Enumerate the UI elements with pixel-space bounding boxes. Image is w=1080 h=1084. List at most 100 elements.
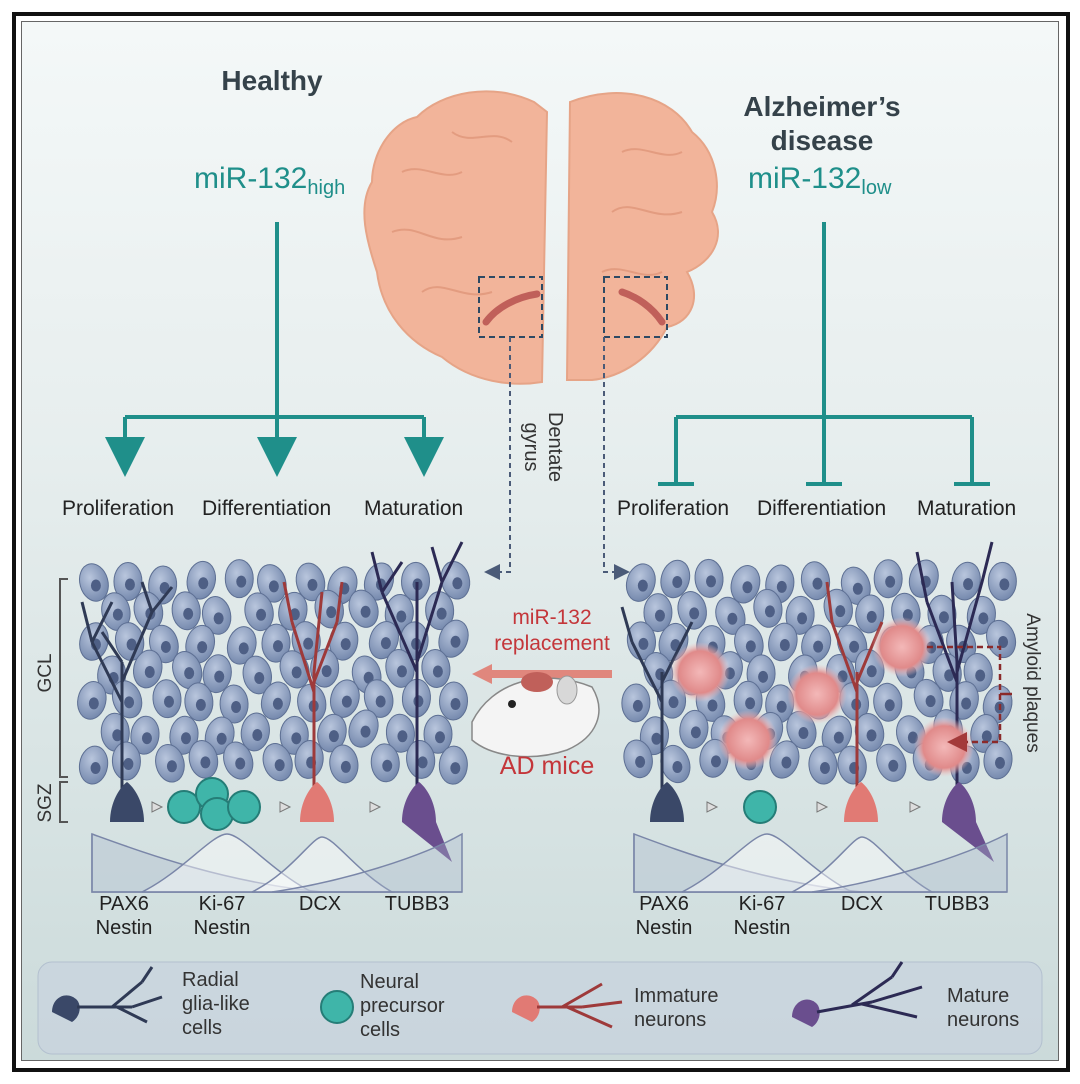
mature-neuron-right [942, 782, 994, 862]
brain-sulci-left [391, 131, 513, 296]
granule-cell-nucleus [635, 755, 646, 768]
granule-cell-nucleus [852, 582, 863, 595]
header-healthy: Healthy [221, 65, 323, 96]
marker-curves-right [633, 832, 1008, 893]
granule-cell-nucleus [866, 729, 877, 742]
granule-cell-nucleus [195, 698, 206, 711]
granule-cell-nucleus [274, 759, 285, 772]
granule-cell-nucleus [637, 579, 648, 592]
granule-cell-nucleus [885, 575, 896, 588]
dentate-gyrus-label: Dentate gyrus [517, 397, 567, 497]
granule-cell-nucleus [112, 729, 123, 742]
granule-cell-nucleus [450, 698, 461, 711]
diagram-canvas [37, 90, 1043, 1055]
replacement-line1: miR-132 [512, 606, 592, 629]
brain-illustration [363, 90, 719, 385]
legend-immature-icon [512, 982, 623, 1029]
dentate-gyrus-left [482, 290, 541, 326]
granule-cell-nucleus [797, 612, 808, 625]
progression-arrows-right [706, 801, 922, 813]
graphical-abstract-panel: Healthy Alzheimer’s disease miR-132high … [21, 21, 1059, 1061]
granule-cell-nucleus [849, 640, 860, 653]
amyloid-plaques [670, 617, 974, 777]
granule-cell-nucleus [961, 697, 972, 710]
granule-cell-nucleus [88, 697, 99, 710]
granule-cell-nucleus [689, 607, 700, 620]
granule-cell-nucleus [436, 607, 447, 620]
brain-right-hemisphere [565, 92, 719, 381]
mirna-low-base: miR-132 [748, 162, 862, 195]
granule-cell-nucleus [238, 642, 249, 655]
granule-cell-nucleus [268, 580, 279, 593]
granule-cell-nucleus [758, 670, 769, 683]
granule-cell-nucleus [888, 759, 899, 772]
granule-cell-nucleus [321, 665, 332, 678]
granule-cell-nucleus [183, 607, 194, 620]
granule-cell-nucleus [417, 756, 428, 769]
granule-cell-nucleus [307, 578, 318, 591]
dentate-gyrus-line2: gyrus [520, 422, 542, 472]
legend-precursor-icon [320, 990, 354, 1024]
granule-cell-nucleus [866, 610, 877, 623]
granule-cell-nucleus [672, 575, 683, 588]
progression-arrows-left [151, 801, 382, 813]
dentate-gyrus-right [618, 288, 666, 326]
granule-cell-nucleus [742, 581, 753, 594]
immature-neuron-dendrite-left [282, 581, 344, 792]
granule-cell-nucleus [252, 728, 263, 741]
replacement-label: miR-132 replacement [482, 605, 622, 657]
dentate-gyrus-line1: Dentate [544, 411, 566, 483]
marker-right-3: DCX [840, 893, 884, 915]
amyloid-label: Amyloid plaques [1022, 613, 1043, 753]
granule-cell-nucleus [291, 732, 302, 745]
granule-cell-nucleus [812, 577, 823, 590]
marker-left-4: TUBB3 [384, 893, 450, 915]
radial-glia-cell-right [650, 782, 684, 822]
neurons-left [80, 541, 464, 862]
granule-cell-nucleus [632, 699, 643, 712]
granule-cell-nucleus [944, 669, 955, 682]
granule-cell-nucleus [779, 638, 790, 651]
mature-neuron-left [402, 782, 452, 862]
granule-cell-nucleus [994, 756, 1005, 769]
header-ad-line1: Alzheimer’s [743, 91, 901, 122]
process-proliferation-right: Proliferation [617, 497, 730, 520]
granule-cell-nucleus [363, 671, 374, 684]
granule-cell-nucleus [328, 730, 339, 743]
granule-cell-nucleus [833, 731, 844, 744]
granule-cell-nucleus [166, 760, 177, 773]
granule-cell-nucleus [975, 669, 986, 682]
granule-cell-nucleus [256, 608, 267, 621]
granule-cell-nucleus [216, 732, 227, 745]
granule-cell-nucleus [668, 696, 679, 709]
marker-left-3: DCX [298, 893, 342, 915]
granule-cell-nucleus [813, 640, 824, 653]
granule-cell-nucleus [651, 732, 662, 745]
immature-neuron-left [300, 782, 334, 822]
mirna-low-sub: low [861, 177, 892, 199]
granule-cell-nucleus [963, 578, 974, 591]
granule-cell-nucleus [90, 762, 101, 775]
process-differentiation-right: Differentiation [757, 497, 887, 520]
granule-cell-nucleus [981, 730, 992, 743]
granule-cell-nucleus [978, 612, 989, 625]
ad-mice-label: AD mice [499, 752, 595, 780]
granule-cell-nucleus [236, 575, 247, 588]
legend-radial-glia-icon [52, 966, 163, 1024]
precursor-cell-right [743, 790, 777, 824]
legend-mature-icon [792, 961, 923, 1027]
granule-cell-nucleus [450, 635, 461, 648]
header-ad-line2: disease [770, 125, 874, 156]
granule-cell-nucleus [382, 759, 393, 772]
granule-cell-nucleus [123, 757, 134, 770]
granule-cell-nucleus [360, 725, 371, 738]
granule-cell-nucleus [163, 695, 174, 708]
healthy-pathway-tree [105, 222, 444, 477]
immature-neuron-right [844, 782, 878, 822]
granule-cell-nucleus [180, 732, 191, 745]
